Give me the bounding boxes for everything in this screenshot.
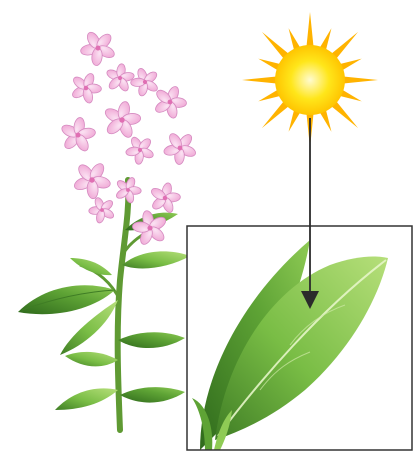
flower — [73, 161, 112, 199]
flower — [163, 132, 197, 165]
flower — [80, 30, 116, 66]
sun-ray — [306, 12, 314, 50]
flower — [131, 67, 160, 97]
leaf-magnified-view — [187, 226, 412, 450]
flower — [115, 176, 142, 203]
flower — [105, 63, 134, 92]
flower — [89, 196, 116, 223]
flower — [103, 101, 141, 140]
flower — [60, 117, 96, 153]
flower — [71, 72, 102, 104]
flower — [150, 182, 181, 214]
plant-leaves — [18, 213, 190, 410]
flower — [153, 85, 186, 119]
sun-ray — [340, 76, 378, 84]
flowering-plant — [18, 30, 197, 430]
flower — [125, 135, 155, 164]
sun-ray — [242, 76, 280, 84]
